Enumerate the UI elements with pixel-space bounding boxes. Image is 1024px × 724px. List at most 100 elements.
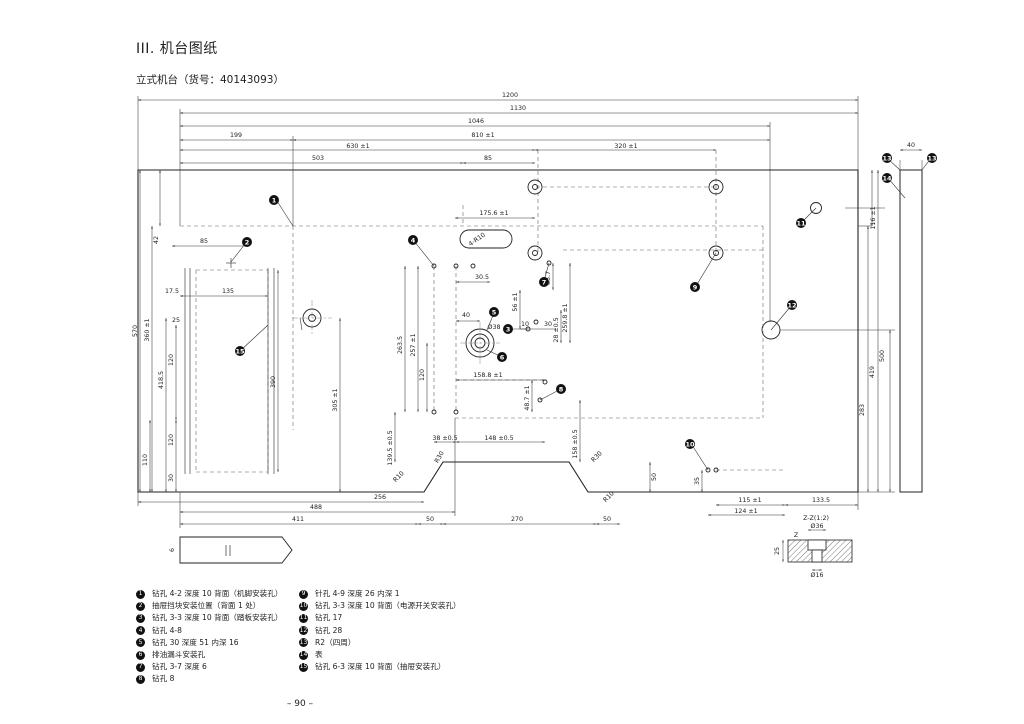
dim-label: 133.5: [812, 497, 830, 504]
dim-label: 48.7 ±1: [524, 385, 531, 410]
dim-label: 418.5: [158, 371, 165, 389]
dim-label: 500: [879, 350, 886, 362]
callout-marker: 9: [690, 282, 700, 292]
legend-number: 15: [299, 662, 308, 672]
callout-marker: 1: [269, 195, 279, 205]
dim-label: 256: [374, 494, 386, 501]
callout-marker: 13: [927, 153, 937, 163]
svg-text:9: 9: [693, 283, 698, 291]
legend-text: 抽屉挡块安装位置（背面 1 处）: [152, 601, 261, 611]
dim-label: 17.5: [165, 288, 179, 295]
legend-number: 11: [299, 614, 308, 623]
dim-label: 40: [907, 142, 915, 149]
page-number: – 90 –: [286, 699, 314, 709]
dim-label: 488: [310, 504, 322, 511]
legend-item: 15 钻孔 6-3 深度 10 背面（抽屉安装孔）: [299, 661, 461, 673]
dim-label: 1200: [502, 92, 518, 99]
callout-markers: 1 2 3 4 5 6 7 8 9 10 11 12 13 13 14 15: [235, 153, 937, 449]
dim-label: 115 ±1: [738, 497, 761, 504]
legend-text: 钻孔 8: [152, 674, 175, 684]
svg-text:13: 13: [927, 154, 936, 162]
dim-label: 503: [312, 155, 324, 162]
dim-label: 135: [222, 288, 234, 295]
dim-label: 56 ±1: [512, 292, 519, 311]
legend-text: 钻孔 3-7 深度 6: [152, 662, 207, 672]
legend-number: 10: [299, 601, 308, 611]
dim-label: 270: [511, 516, 523, 523]
table-outline: [137, 169, 859, 493]
svg-text:12: 12: [787, 301, 796, 309]
svg-text:14: 14: [882, 174, 892, 182]
legend-number: 14: [299, 650, 308, 660]
legend-number: 13: [299, 638, 308, 648]
dashed-guides: [180, 150, 785, 473]
legend-text: 排油漏斗安装孔: [152, 650, 206, 660]
dim-label: 85: [484, 155, 492, 162]
zz-section-detail: [782, 529, 853, 571]
dim-label: Ø16: [811, 571, 824, 579]
callout-marker: 4: [408, 235, 418, 245]
legend-text: 钻孔 17: [315, 613, 343, 623]
dim-label: 305 ±1: [332, 388, 339, 411]
dim-label: 25: [172, 317, 180, 324]
legend-item: 13 R2（四周）: [299, 637, 461, 649]
dim-label: 38 ±0.5: [432, 435, 457, 442]
callout-marker: 6: [497, 352, 507, 362]
dim-label: 40: [462, 312, 470, 319]
side-view: [899, 169, 923, 493]
dim-label: 85.7: [545, 271, 552, 285]
dim-label: 30: [544, 321, 552, 328]
edge-view: [179, 536, 293, 564]
callout-marker: 5: [489, 307, 499, 317]
legend-number: 9: [299, 589, 308, 599]
svg-text:1: 1: [272, 196, 277, 204]
drawer-guides: [184, 258, 275, 474]
legend-number: 3: [136, 614, 145, 623]
dim-label: 30: [168, 474, 175, 482]
legend-number: 5: [136, 638, 145, 648]
dim-label: 25: [774, 547, 781, 555]
dim-label: 6: [169, 548, 176, 552]
legend-number: 4: [136, 626, 145, 636]
svg-text:3: 3: [506, 325, 511, 333]
page-title: III. 机台图纸: [136, 41, 218, 57]
svg-text:4: 4: [411, 236, 416, 244]
dim-label: 630 ±1: [346, 143, 369, 150]
dim-label: R30: [590, 450, 604, 464]
dim-label: 411: [292, 516, 304, 523]
dim-label: 120: [168, 434, 175, 446]
dim-label: 360 ±1: [144, 318, 151, 341]
callout-marker: 15: [235, 346, 245, 356]
svg-text:15: 15: [235, 347, 245, 355]
legend-item: 6 排油漏斗安装孔: [136, 649, 282, 661]
dim-label: 124 ±1: [734, 508, 757, 515]
dim-label: 257 ±1: [410, 333, 417, 356]
callout-marker: 10: [685, 439, 695, 449]
dim-label: 120: [419, 369, 426, 381]
legend-text: 钻孔 3-3 深度 10 背面（踏板安装孔）: [152, 613, 283, 623]
dim-label: 50: [426, 516, 434, 523]
dim-label: R10: [392, 470, 406, 484]
legend-text: R2（四周）: [315, 637, 356, 647]
legend-item: 11 钻孔 17: [299, 612, 461, 624]
dim-label: 85: [200, 238, 208, 245]
dim-label: Ø38: [488, 323, 501, 331]
dim-label: 199: [230, 132, 242, 139]
drawing-subtitle: 立式机台（货号：40143093）: [136, 74, 284, 86]
center-lines: [292, 300, 500, 364]
leader-lines: [230, 157, 932, 471]
svg-text:6: 6: [500, 353, 505, 361]
dim-label: 4-R10: [467, 232, 486, 248]
legend-number: 6: [136, 650, 145, 660]
legend-number: 1: [136, 589, 145, 599]
callout-marker: 11: [796, 218, 806, 228]
svg-text:13: 13: [882, 154, 891, 162]
legend-text: 钻孔 6-3 深度 10 背面（抽屉安装孔）: [315, 662, 446, 672]
